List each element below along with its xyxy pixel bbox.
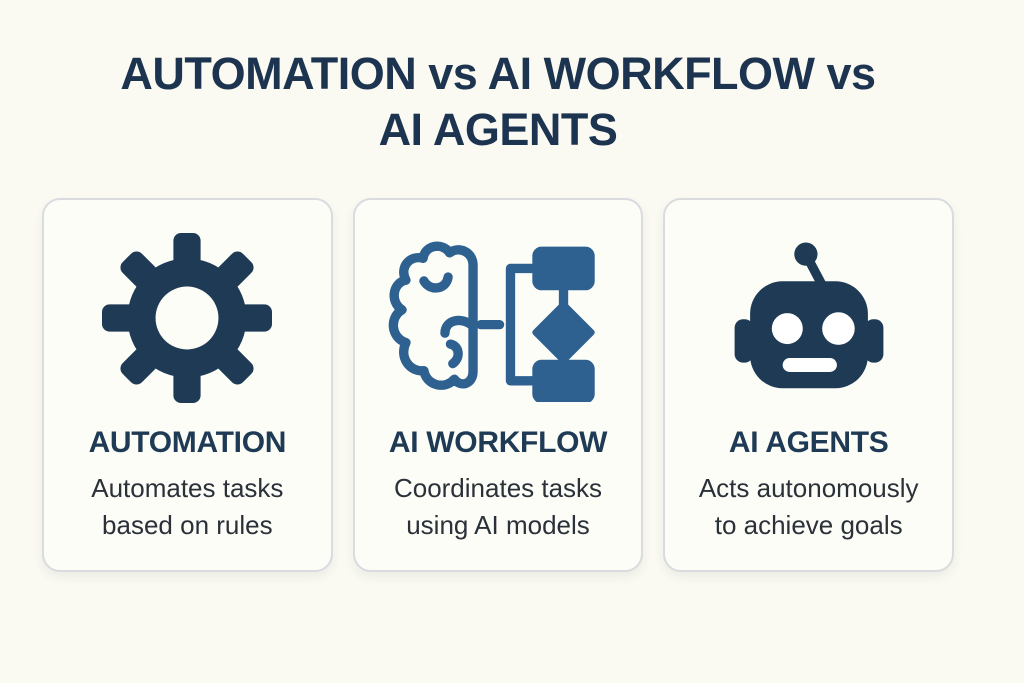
card-ai-agents-description: Acts autonomously to achieve goals — [677, 470, 940, 544]
ai-workflow-icon-box — [367, 224, 630, 412]
card-automation-desc-line-2: based on rules — [102, 510, 273, 540]
ai-agents-icon-box — [677, 224, 940, 412]
page-title-line-2: AI AGENTS — [378, 104, 618, 155]
card-ai-workflow-desc-line-1: Coordinates tasks — [393, 473, 603, 503]
robot-icon — [734, 242, 884, 388]
page-title-line-1: AUTOMATION vs AI WORKFLOW vs — [120, 48, 876, 99]
gear-icon — [102, 233, 273, 403]
card-ai-agents-desc-line-1: Acts autonomously — [698, 473, 919, 503]
card-automation-desc-line-1: Automates tasks — [91, 473, 284, 503]
card-automation-description: Automates tasks based on rules — [56, 470, 319, 544]
card-ai-agents-desc-line-2: to achieve goals — [714, 510, 903, 540]
card-ai-agents-title: AI AGENTS — [728, 426, 889, 459]
card-ai-workflow-title: AI WORKFLOW — [388, 426, 608, 459]
cards-row: AUTOMATION Automates tasks based on rule… — [42, 198, 955, 572]
card-ai-workflow-description: Coordinates tasks using AI models — [367, 470, 630, 544]
card-automation-title: AUTOMATION — [88, 426, 287, 459]
brain-workflow-icon — [388, 241, 595, 402]
card-ai-workflow-desc-line-2: using AI models — [406, 510, 590, 540]
card-ai-agents: AI AGENTS Acts autonomously to achieve g… — [663, 198, 955, 572]
page-title: AUTOMATION vs AI WORKFLOW vs AI AGENTS — [42, 0, 954, 158]
automation-icon-box — [56, 224, 319, 412]
infographic: AUTOMATION vs AI WORKFLOW vs AI AGENTS — [42, 0, 955, 572]
card-ai-workflow: AI WORKFLOW Coordinates tasks using AI m… — [352, 198, 644, 572]
card-automation: AUTOMATION Automates tasks based on rule… — [42, 198, 333, 572]
